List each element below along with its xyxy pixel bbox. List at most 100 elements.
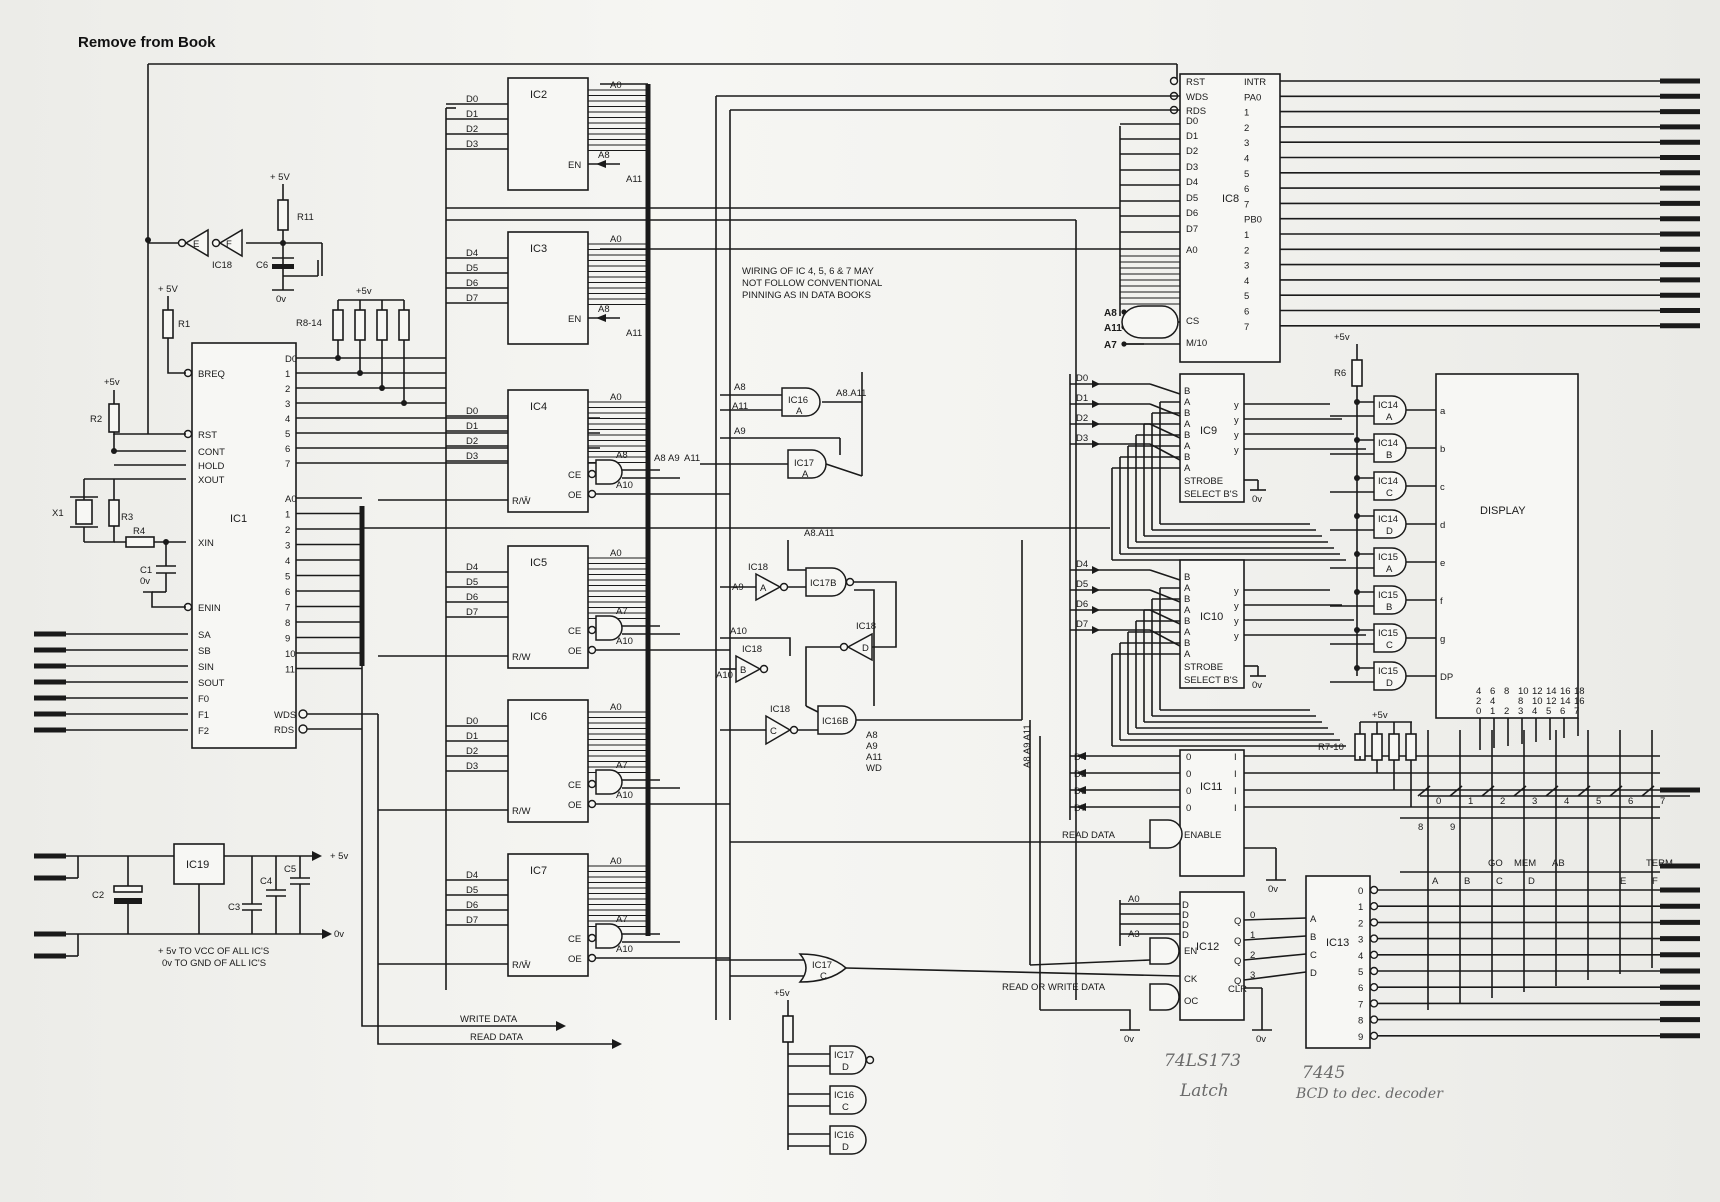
unused-gate-letter: C xyxy=(842,1102,849,1113)
power-supply: IC19 + 5v 0v C2 C3 C4 C5 xyxy=(34,843,348,969)
ic8-cs-gate xyxy=(1121,305,1179,339)
ic8-pin-label: D2 xyxy=(1186,146,1198,157)
ic3-body xyxy=(507,231,589,345)
ic6-label: IC6 xyxy=(530,711,547,723)
ic6-ce-label: CE xyxy=(568,780,581,791)
ic1-data-pin: 5 xyxy=(285,429,290,440)
ic13-out-label: 2 xyxy=(1358,918,1363,929)
ic7-ce-label: CE xyxy=(568,934,581,945)
key-label: 3 xyxy=(1532,796,1537,807)
a9-label: A9 xyxy=(734,426,746,437)
ic12-en-label: EN xyxy=(1184,946,1197,957)
ic5-a-label: A7 xyxy=(616,606,628,617)
wire xyxy=(84,526,115,543)
r710-resistor xyxy=(1388,733,1400,761)
ic5-label: IC5 xyxy=(530,557,547,569)
ic8-port-label: 2 xyxy=(1244,123,1249,134)
ground-label: 0v xyxy=(1256,1034,1266,1045)
junction xyxy=(280,240,286,246)
ic16b-label: IC16B xyxy=(822,716,848,727)
ic2-en-label: EN xyxy=(568,160,581,171)
c5-label: C5 xyxy=(284,864,296,875)
a9-wd-label: A9 xyxy=(866,741,878,752)
a8-ce-label: A8 xyxy=(654,453,666,464)
ic9-data-label: D3 xyxy=(1076,433,1088,444)
ic18f-letter: F xyxy=(226,239,232,250)
ic3-a0-label: A0 xyxy=(610,234,622,245)
x1-label: X1 xyxy=(52,508,64,519)
display-pin-label: 0 xyxy=(1476,706,1481,717)
ic3-data-label: D4 xyxy=(466,248,478,259)
ic5-data-label: D7 xyxy=(466,607,478,618)
wire xyxy=(805,705,819,713)
arrow xyxy=(596,160,606,168)
power-note-2: 0v TO GND OF ALL IC'S xyxy=(162,958,266,969)
key-label: 9 xyxy=(1450,822,1455,833)
x1-crystal xyxy=(75,499,93,525)
ic9-input-label: B xyxy=(1184,430,1190,441)
ic3-a11-label: A11 xyxy=(626,328,642,339)
c6-label: C6 xyxy=(256,260,268,271)
c3-label: C3 xyxy=(228,902,240,913)
wire xyxy=(720,637,791,656)
unused-gate xyxy=(829,1125,867,1155)
display-pin-label: 4 xyxy=(1490,696,1495,707)
ic2-body xyxy=(507,77,589,191)
ic8-pin-label: A0 xyxy=(1186,245,1198,256)
ic4-oe-label: OE xyxy=(568,490,582,501)
ic10-input-label: B xyxy=(1184,572,1190,583)
arrow xyxy=(1076,769,1086,777)
display-pin-label: 8 xyxy=(1518,696,1523,707)
r2-resistor xyxy=(108,403,120,433)
display-pin-label: 18 xyxy=(1574,686,1585,697)
read-data-line xyxy=(377,714,612,1045)
key-label: 4 xyxy=(1564,796,1569,807)
key-label: 5 xyxy=(1596,796,1601,807)
ic18b-letter: B xyxy=(740,665,746,676)
display-pin-label: 8 xyxy=(1504,686,1509,697)
ic11-one-label: I xyxy=(1234,769,1237,780)
segment-drivers: IC14AaIC14BbIC14CcIC14DdIC15AeIC15BfIC15… xyxy=(1330,395,1453,691)
a9-ce-label: A9 xyxy=(668,453,680,464)
ic17c-label: IC17 xyxy=(812,960,832,971)
ic9-input-label: B xyxy=(1184,386,1190,397)
unused-gate-label: IC17 xyxy=(834,1050,854,1061)
wire xyxy=(1149,589,1181,603)
ic18f-inverter xyxy=(218,228,243,258)
ic8-body xyxy=(1179,73,1281,363)
ic3-data-label: D5 xyxy=(466,263,478,274)
segment-gate-label: IC14 xyxy=(1378,476,1398,487)
arrow xyxy=(1076,803,1086,811)
ic8-pin-label: D6 xyxy=(1186,208,1198,219)
key-function-label: GO xyxy=(1488,858,1503,869)
r6-resistor xyxy=(1351,359,1363,387)
ic12-body xyxy=(1179,891,1245,1021)
ic8-port-label: 2 xyxy=(1244,245,1249,256)
ic10-input-label: A xyxy=(1184,583,1191,594)
pin-bubble xyxy=(1369,983,1379,992)
ic1-addr-pin: A0 xyxy=(285,494,297,505)
segment-gate-letter: C xyxy=(1386,488,1393,499)
ic13-out-label: 0 xyxy=(1358,886,1363,897)
ic5-body xyxy=(507,545,589,669)
ic4-body xyxy=(507,389,589,513)
ic12-q-label: Q xyxy=(1234,976,1241,987)
ic13-out-label: 3 xyxy=(1358,935,1363,946)
display-pin-label: 6 xyxy=(1490,686,1495,697)
key-label: 1 xyxy=(1468,796,1473,807)
wire xyxy=(1029,959,1151,966)
ic18a-label: IC18 xyxy=(748,562,768,573)
ic1-pin-f1: F1 xyxy=(198,710,209,721)
write-data-label: WRITE DATA xyxy=(460,1014,518,1025)
key-switch xyxy=(1417,785,1431,797)
a10-label: A10 xyxy=(730,626,747,637)
ic1-pin-sb: SB xyxy=(198,646,211,657)
ic8-port-label: PA0 xyxy=(1244,92,1261,103)
wd-label: WD xyxy=(866,763,882,774)
segment-gate-label: IC15 xyxy=(1378,552,1398,563)
pin-bubble xyxy=(1369,1031,1379,1041)
ic12-clr-label: CLR xyxy=(1228,984,1247,995)
ic4-data-label: D2 xyxy=(466,436,478,447)
